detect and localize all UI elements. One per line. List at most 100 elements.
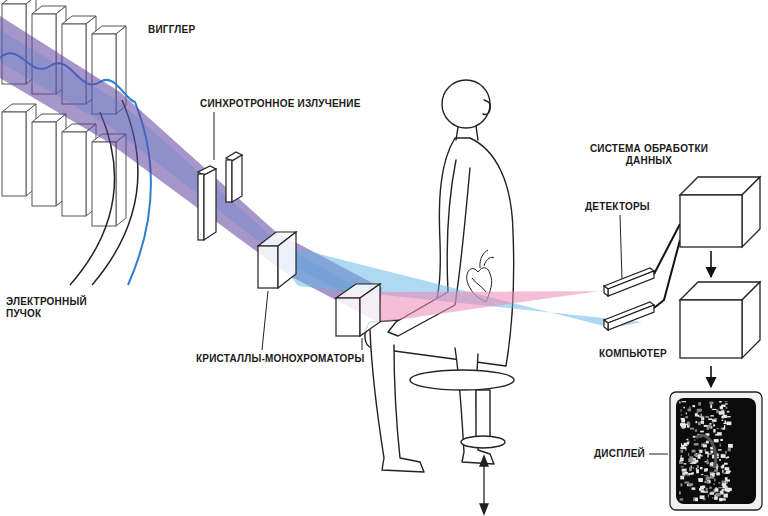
display-screen	[695, 413, 698, 416]
display-screen	[724, 485, 726, 488]
display-screen	[725, 421, 727, 423]
display-screen	[699, 450, 702, 453]
display-screen	[709, 487, 712, 489]
display-screen	[713, 424, 715, 426]
display-screen	[679, 461, 683, 463]
display-screen	[718, 482, 720, 484]
display-screen	[701, 421, 704, 424]
slits	[198, 152, 242, 240]
magnet-block	[32, 122, 56, 206]
box-shape	[585, 140, 766, 250]
display-screen	[712, 473, 715, 476]
display-screen	[719, 411, 722, 414]
display-screen	[696, 435, 716, 468]
display-screen	[670, 392, 762, 510]
display-screen	[715, 488, 719, 492]
display-screen	[689, 406, 690, 410]
display-screen	[689, 458, 694, 461]
display-screen	[716, 410, 719, 413]
display-screen	[689, 467, 692, 471]
box-outline	[680, 177, 760, 247]
monochromator-crystals	[360, 284, 380, 336]
display-screen	[711, 462, 713, 466]
display-screen	[680, 483, 682, 486]
display-screen	[721, 428, 722, 430]
display-screen	[722, 470, 723, 473]
flow-arrow	[710, 251, 712, 277]
display-screen	[719, 401, 722, 403]
display-screen	[697, 454, 700, 455]
display-screen	[680, 498, 684, 500]
display-screen	[681, 443, 682, 445]
display-screen	[701, 417, 704, 420]
display-screen	[698, 422, 701, 425]
display-screen	[717, 432, 722, 435]
display-screen	[716, 472, 720, 475]
display-screen	[706, 468, 708, 471]
monochromator-crystals	[258, 232, 380, 336]
display-screen	[717, 428, 719, 429]
display-screen	[714, 439, 719, 442]
display-screen	[708, 453, 711, 454]
display-screen	[703, 444, 707, 447]
display-screen	[700, 431, 704, 433]
detector-wires	[654, 240, 680, 308]
display-screen	[708, 418, 712, 420]
person	[370, 330, 424, 472]
display-screen	[726, 457, 728, 459]
display-screen	[682, 401, 686, 402]
display-screen	[681, 449, 684, 452]
display-screen	[725, 401, 728, 402]
display-screen	[696, 421, 697, 423]
display-screen	[701, 455, 702, 457]
display-screen	[721, 466, 723, 468]
person	[483, 100, 490, 115]
box-outline	[680, 300, 742, 358]
display-screen	[727, 479, 730, 481]
magnet-block	[2, 104, 36, 196]
monochromatic-beams	[264, 240, 642, 328]
display-screen	[698, 479, 702, 482]
display-screen	[682, 475, 686, 476]
display-screen	[697, 465, 699, 468]
display-screen	[704, 475, 708, 476]
display-screen	[727, 490, 730, 493]
display-screen	[724, 494, 728, 498]
box-outline	[680, 282, 760, 358]
chair	[476, 390, 490, 438]
part-label: КРИСТАЛЛЫ-МОНОХРОМАТОРЫ	[196, 353, 364, 365]
monochromator-crystals	[258, 246, 278, 288]
display-screen	[705, 449, 707, 451]
display-screen	[707, 454, 708, 458]
leader-lines	[362, 338, 363, 350]
display-screen	[694, 439, 695, 441]
display-screen	[679, 402, 680, 404]
display-screen	[681, 455, 682, 459]
display-screen	[722, 411, 725, 415]
display-screen	[725, 451, 727, 454]
display-screen	[714, 483, 715, 484]
chair	[461, 436, 505, 448]
display-screen	[722, 484, 723, 487]
box-outline	[742, 282, 760, 358]
display-screen	[706, 488, 708, 491]
display-screen	[716, 468, 718, 470]
display-screen	[697, 409, 702, 412]
display-screen	[710, 492, 715, 494]
part-label: ВИГГЛЕР	[148, 24, 195, 36]
display-screen	[692, 450, 696, 453]
display-screen	[706, 441, 709, 444]
detectors	[604, 286, 608, 296]
display-screen	[727, 416, 731, 417]
display-screen	[680, 409, 681, 412]
display-screen	[705, 416, 709, 417]
slits	[204, 169, 216, 240]
height-arrow	[480, 456, 488, 466]
display-screen	[676, 398, 756, 504]
box-label: СИСТЕМА ОБРАБОТКИ ДАННЫХ	[589, 143, 709, 167]
display-screen	[693, 497, 695, 501]
display-screen	[698, 402, 701, 405]
box-outline	[742, 177, 760, 247]
display-screen	[694, 443, 699, 446]
